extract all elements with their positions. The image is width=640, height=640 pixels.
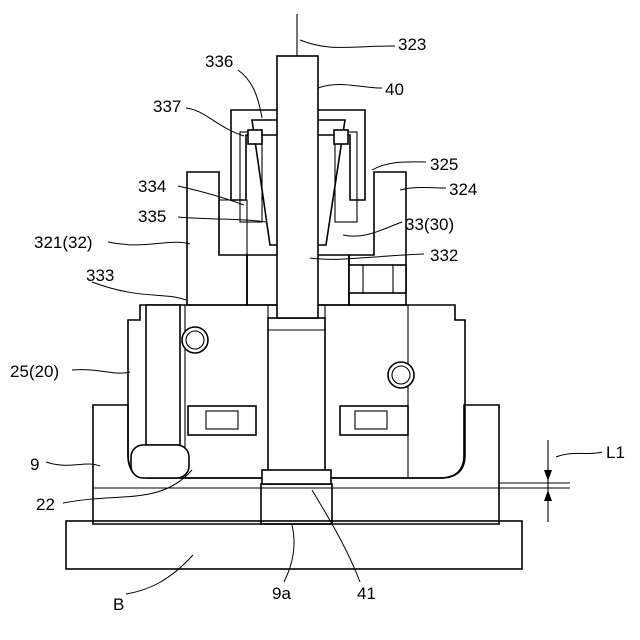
label-9a: 9a bbox=[272, 584, 291, 603]
label-41: 41 bbox=[357, 584, 376, 603]
label-b: B bbox=[113, 595, 124, 614]
label-33-30: 33(30) bbox=[405, 215, 454, 234]
label-333: 333 bbox=[86, 266, 114, 285]
leader-lines bbox=[46, 40, 602, 594]
label-336: 336 bbox=[205, 52, 233, 71]
dimension-l1 bbox=[499, 440, 570, 522]
label-9: 9 bbox=[30, 455, 39, 474]
label-324: 324 bbox=[449, 180, 477, 199]
label-323: 323 bbox=[398, 35, 426, 54]
insert-9a bbox=[261, 484, 332, 524]
label-321-32: 321(32) bbox=[34, 233, 93, 252]
shaft-41 bbox=[262, 318, 331, 484]
shaft-40 bbox=[277, 14, 318, 318]
label-40: 40 bbox=[385, 80, 404, 99]
label-337: 337 bbox=[153, 97, 181, 116]
label-332: 332 bbox=[430, 246, 458, 265]
label-325: 325 bbox=[430, 155, 458, 174]
label-334: 334 bbox=[138, 177, 166, 196]
label-l1: L1 bbox=[606, 443, 625, 462]
label-335: 335 bbox=[138, 207, 166, 226]
label-25-20: 25(20) bbox=[10, 362, 59, 381]
label-22: 22 bbox=[36, 495, 55, 514]
